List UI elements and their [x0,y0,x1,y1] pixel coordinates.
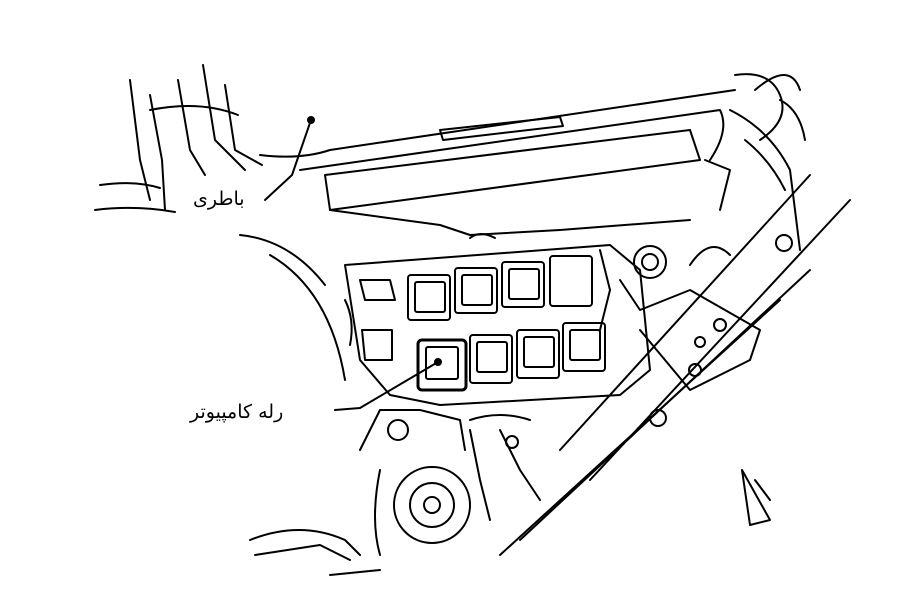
battery-leader [264,116,315,201]
computer-relay-leader [334,358,442,411]
lower-left-edge [249,529,381,576]
upper-right-hoses [729,73,806,251]
connector-assembly [619,245,761,391]
lower-pulley-bracket [359,409,541,556]
left-fender-outline [94,64,326,286]
right-frame-rail [499,174,851,556]
computer-relay-label: رله کامپیوتر [190,401,284,423]
misc-lines [344,233,611,346]
relay-box [344,244,651,406]
battery-label: باطری [193,188,245,210]
battery-body [259,89,736,381]
